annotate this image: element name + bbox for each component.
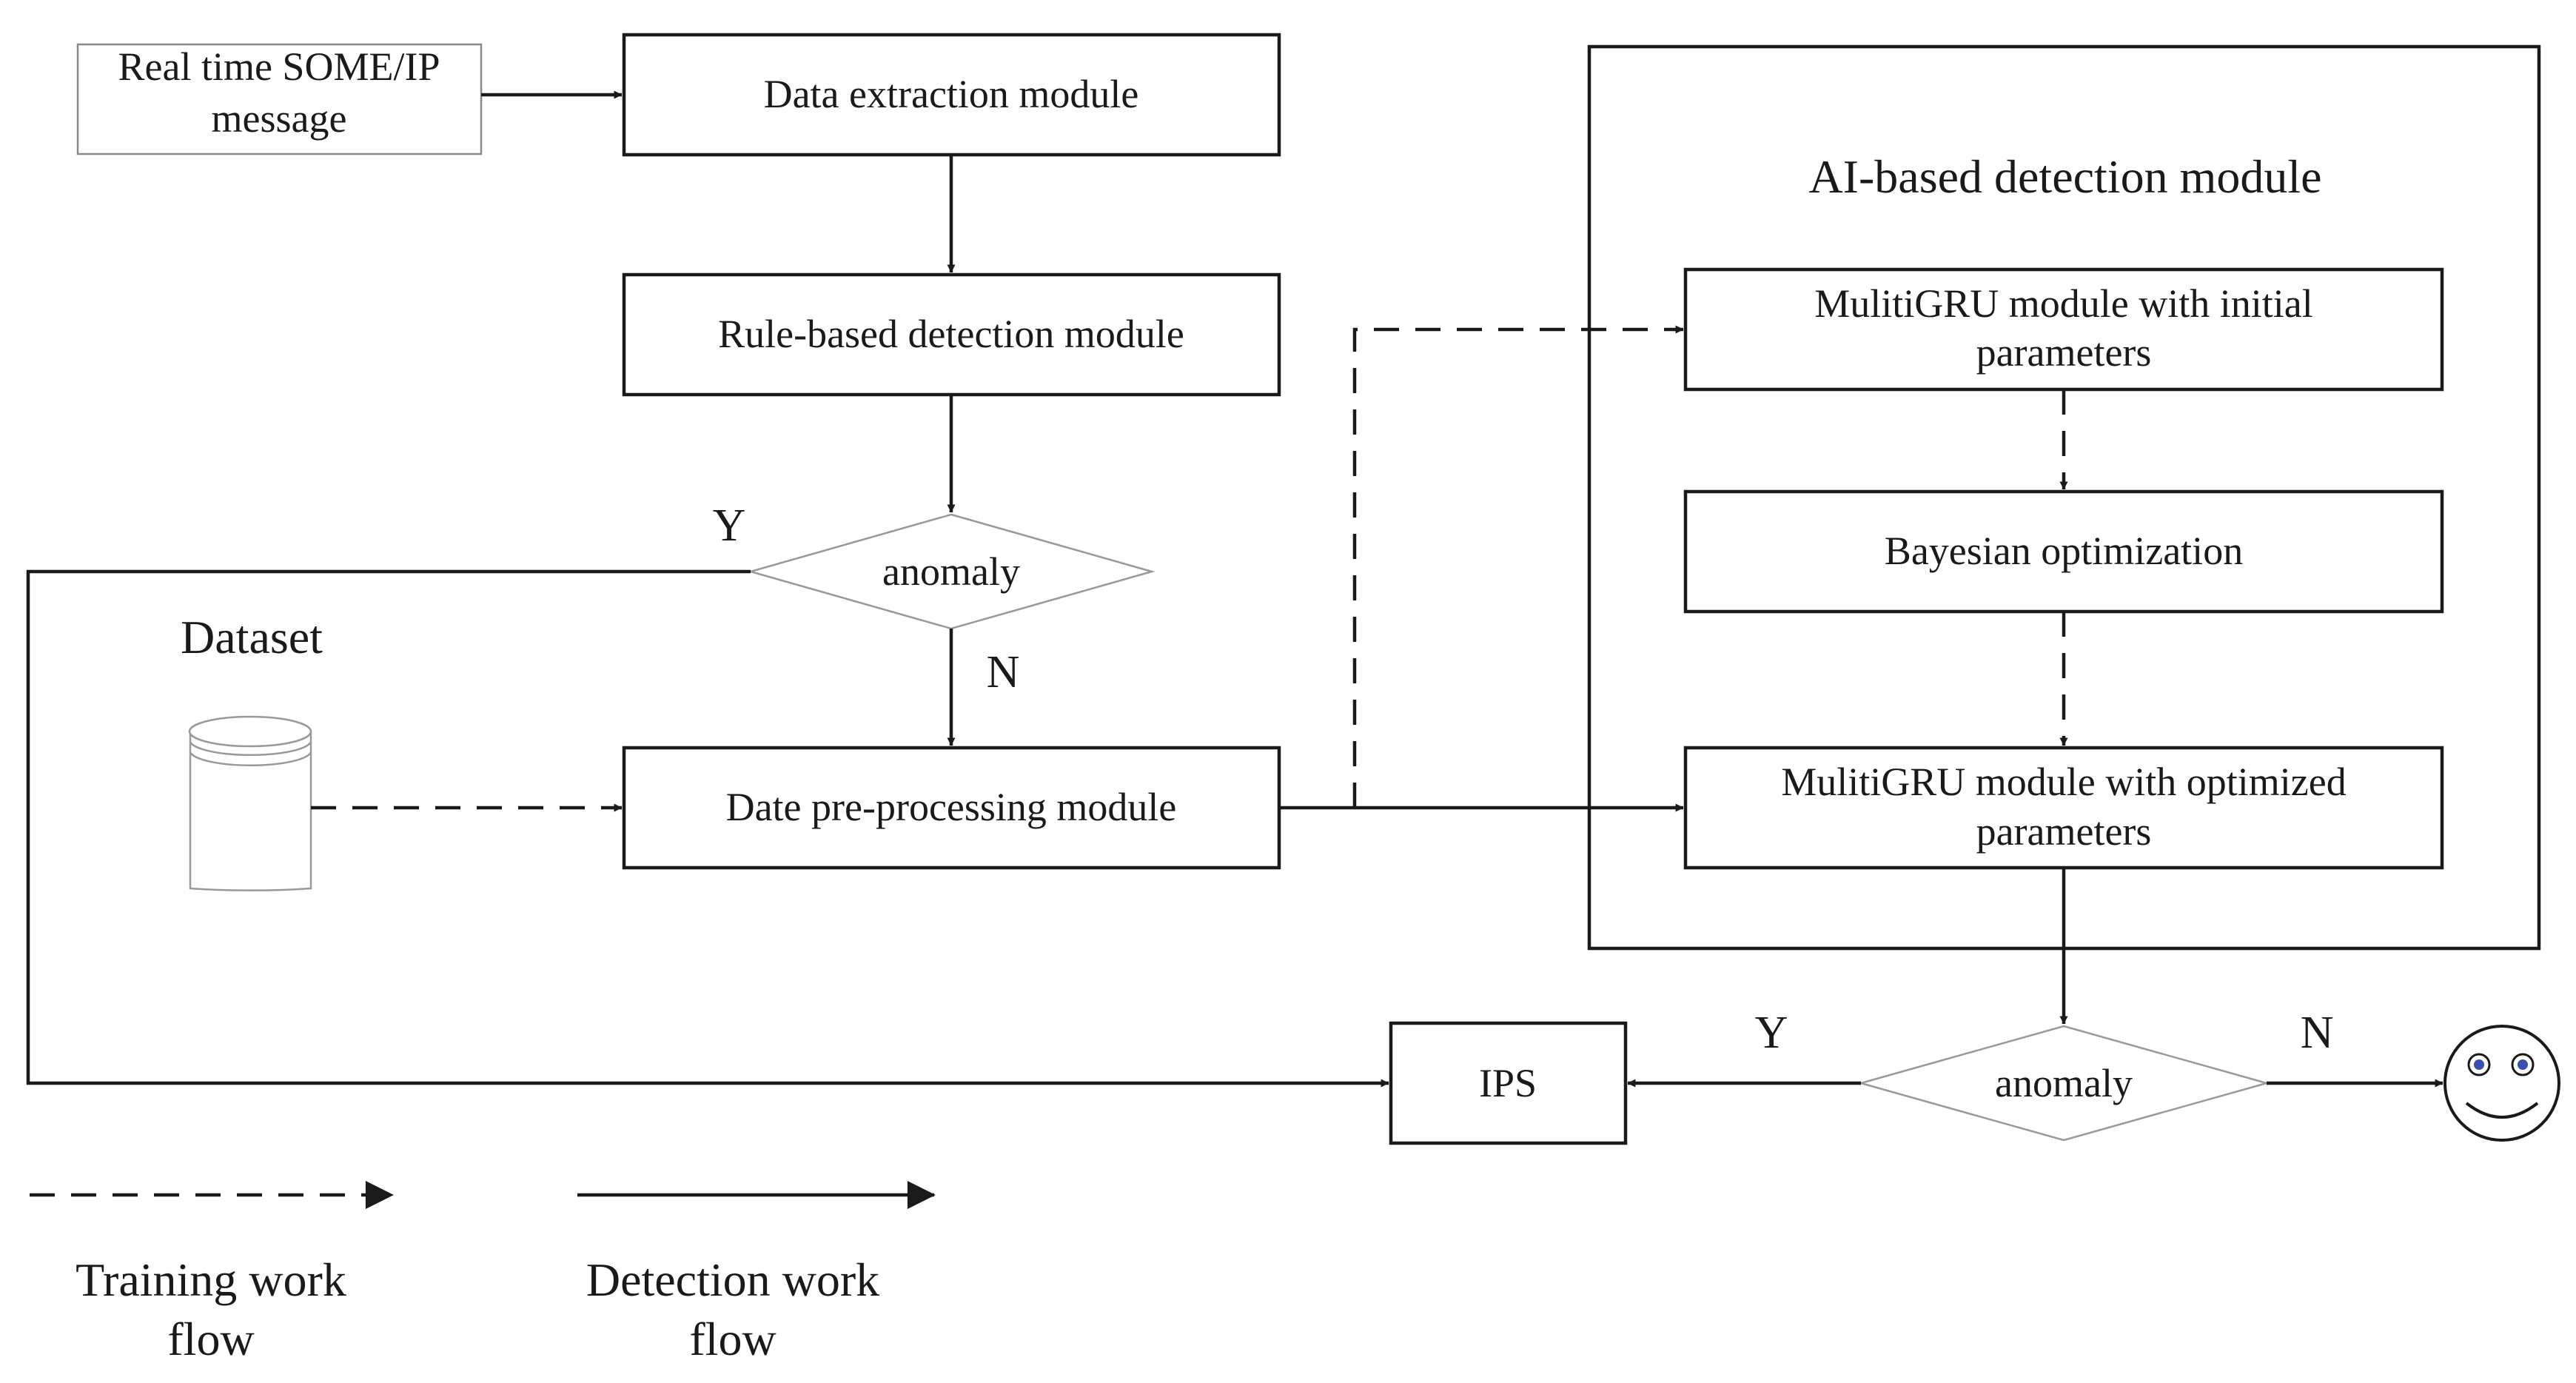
gru-optimized-box: MulitiGRU module with optimized paramete… — [1683, 746, 2444, 870]
anomaly-diamond-2: anomaly — [1857, 1025, 2270, 1142]
gru-initial-box: MulitiGRU module with initial parameters — [1683, 267, 2444, 392]
realtime-message-line2: message — [212, 96, 347, 141]
rule-based-detection-box: Rule-based detection module — [622, 272, 1281, 397]
database-cylinder-icon — [188, 715, 312, 891]
branch-y-label-2: Y — [1755, 1008, 1788, 1058]
legend: Training work flow Detection work flow — [30, 1181, 936, 1365]
data-extraction-label: Data extraction module — [764, 72, 1139, 116]
ai-detection-module-title: AI-based detection module — [1808, 150, 2321, 203]
data-preprocessing-label: Date pre-processing module — [726, 785, 1177, 829]
branch-n-label-2: N — [2301, 1008, 2334, 1058]
ips-label: IPS — [1479, 1061, 1537, 1105]
anomaly-diamond-1: anomaly — [747, 513, 1155, 630]
bayesian-optimization-box: Bayesian optimization — [1683, 489, 2444, 614]
ips-box: IPS — [1389, 1021, 1628, 1145]
branch-n-label-1: N — [987, 647, 1020, 697]
legend-training-line1: Training work — [76, 1253, 346, 1306]
branch-y-label-1: Y — [713, 500, 746, 551]
realtime-message-line1: Real time SOME/IP — [118, 44, 440, 89]
gru-optimized-line2: parameters — [1976, 809, 2152, 854]
arrow-anomaly1-yes-to-ips — [26, 569, 1389, 1088]
legend-detection-line1: Detection work — [586, 1253, 879, 1306]
data-preprocessing-box: Date pre-processing module — [622, 746, 1281, 870]
arrow-preprocess-to-gru-initial — [1352, 325, 1684, 808]
anomaly-1-label: anomaly — [882, 549, 1020, 594]
smiley-face-icon — [2443, 1025, 2560, 1142]
gru-initial-line2: parameters — [1976, 330, 2152, 375]
legend-detection-line2: flow — [689, 1313, 776, 1365]
rule-based-detection-label: Rule-based detection module — [718, 312, 1184, 356]
dataset-label: Dataset — [181, 611, 323, 663]
legend-training-line2: flow — [167, 1313, 254, 1365]
data-extraction-box: Data extraction module — [622, 33, 1281, 157]
realtime-message-box: Real time SOME/IP message — [76, 43, 483, 155]
bayesian-optimization-label: Bayesian optimization — [1885, 529, 2243, 573]
gru-initial-line1: MulitiGRU module with initial — [1814, 281, 2313, 326]
gru-optimized-line1: MulitiGRU module with optimized — [1781, 760, 2346, 804]
anomaly-2-label: anomaly — [1995, 1061, 2133, 1105]
